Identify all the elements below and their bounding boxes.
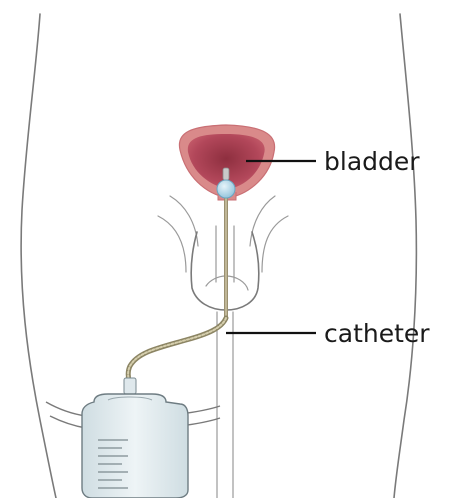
leg-lines — [217, 312, 233, 498]
catheter-label: catheter — [324, 319, 430, 348]
drainage-bag — [82, 378, 188, 498]
bladder-label: bladder — [324, 147, 420, 176]
pelvic-outline — [158, 196, 288, 272]
drainage-tube — [128, 318, 226, 384]
body-outline — [21, 14, 416, 498]
